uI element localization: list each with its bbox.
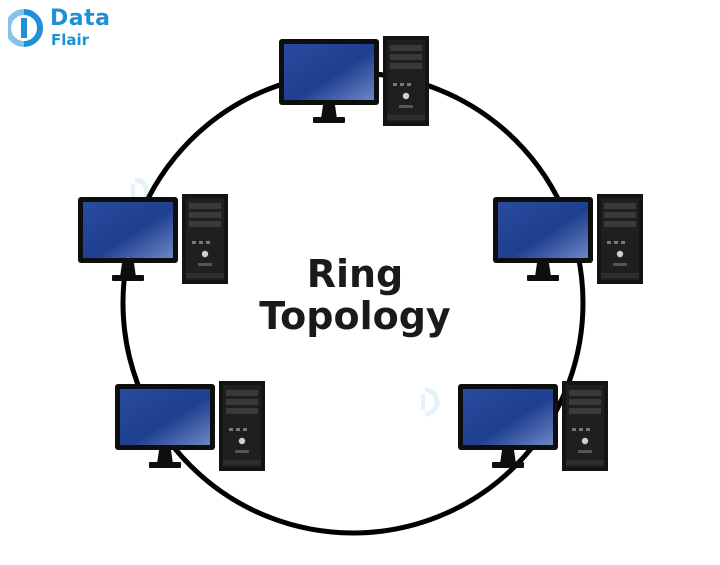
dataflair-logo-icon [8, 9, 43, 47]
dataflair-logo: Data Flair [8, 6, 118, 52]
computer-node-bottom-right [458, 381, 608, 471]
computer-node-top [279, 36, 429, 126]
computer-node-bottom-left [115, 381, 265, 471]
computer-node-right [493, 194, 643, 284]
title-line-ring: Ring [306, 252, 404, 296]
computer-node-left [78, 194, 228, 284]
title-line-topology: Topology [259, 294, 451, 338]
diagram-title: Ring Topology [230, 253, 480, 337]
logo-text-data: Data [50, 6, 111, 31]
logo-text-flair: Flair [51, 31, 90, 49]
